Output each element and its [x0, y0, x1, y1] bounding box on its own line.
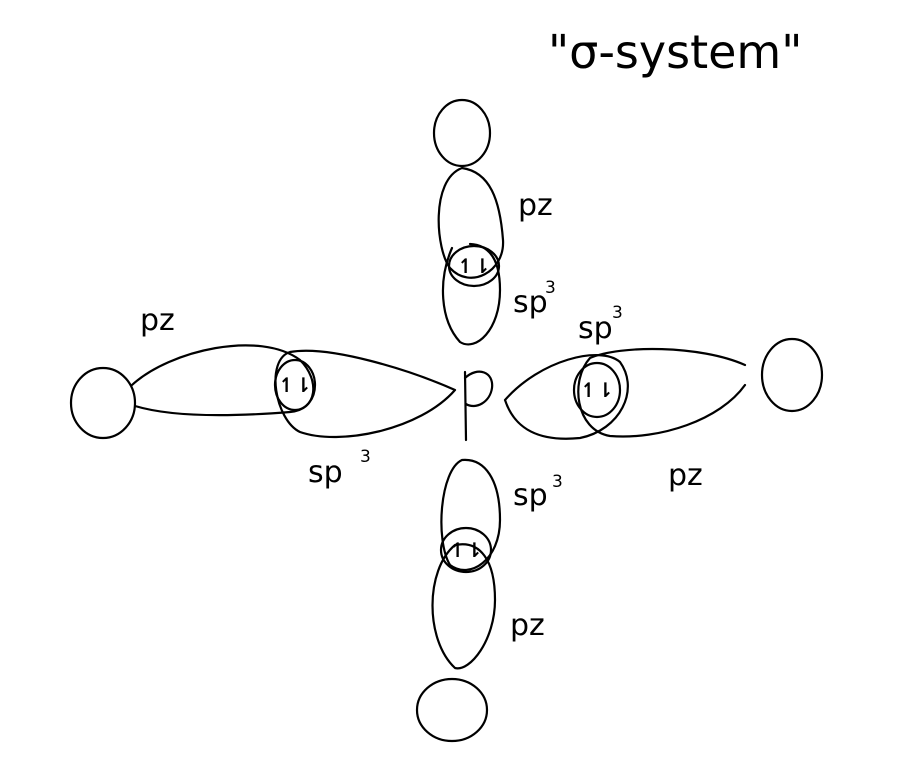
- left-sp3-label: sp: [308, 455, 343, 490]
- left-bond-overlap: [273, 358, 317, 412]
- bottom-bond-overlap: [439, 526, 493, 574]
- right-pz-label: pz: [668, 458, 703, 493]
- right-electron-pair: ↿⇂: [580, 378, 614, 402]
- right-pz-lobe: [577, 347, 747, 438]
- top-bond-overlap: [447, 244, 501, 288]
- top-orbital-group: ↿⇂ pz sp 3: [432, 98, 556, 346]
- right-orbital-group: ↿⇂ sp 3 pz: [503, 303, 824, 493]
- top-sp3-label: sp: [513, 285, 548, 320]
- diagram-title: "σ-system": [548, 25, 802, 79]
- bottom-pz-lobe: [431, 543, 497, 670]
- right-sp3-label: sp: [578, 311, 613, 346]
- right-bond-overlap: [572, 361, 622, 419]
- left-pz-lobe: [130, 344, 315, 417]
- right-sp3-superscript: 3: [612, 303, 623, 323]
- right-substituent-atom: [760, 337, 824, 413]
- top-sp3-superscript: 3: [545, 278, 556, 298]
- left-orbital-group: ↿⇂ pz sp 3: [69, 303, 457, 490]
- bottom-pz-label: pz: [510, 608, 545, 643]
- right-sp3-lobe: [503, 354, 629, 440]
- bottom-substituent-atom: [415, 677, 489, 743]
- top-sp3-lobe: [441, 242, 502, 346]
- top-pz-lobe: [437, 166, 505, 279]
- left-substituent-atom: [69, 366, 137, 440]
- bottom-electron-pair: ↿⇂: [449, 538, 483, 562]
- bottom-orbital-group: ↿⇂ sp 3 pz: [415, 458, 563, 743]
- left-sp3-superscript: 3: [360, 447, 371, 467]
- left-electron-pair: ↿⇂: [278, 373, 312, 397]
- bottom-sp3-lobe: [440, 458, 502, 571]
- left-pz-label: pz: [140, 303, 175, 338]
- top-pz-label: pz: [518, 188, 553, 223]
- center-atom: [463, 370, 494, 442]
- top-substituent-atom: [432, 98, 492, 168]
- bottom-sp3-label: sp: [513, 478, 548, 513]
- bottom-sp3-superscript: 3: [552, 472, 563, 492]
- top-electron-pair: ↿⇂: [457, 254, 491, 278]
